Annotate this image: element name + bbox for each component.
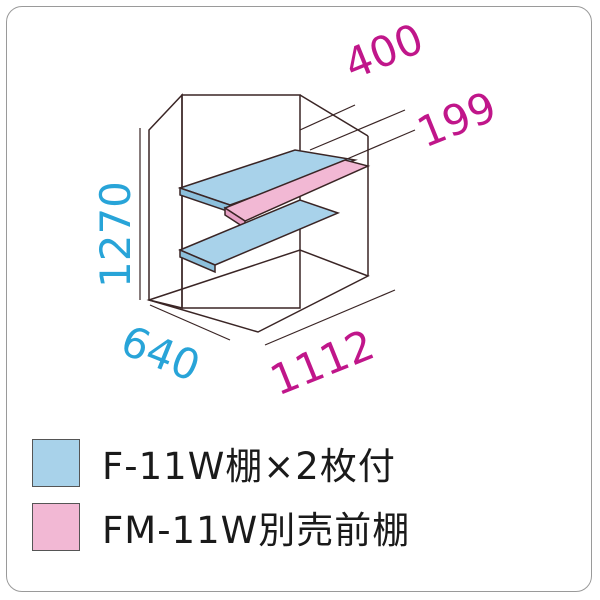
dimension-lines	[139, 104, 416, 346]
legend-item-standard-shelf: F-11W棚×2枚付	[32, 436, 396, 490]
dimension-1112: 1112	[263, 320, 380, 405]
cabinet-outline	[146, 93, 370, 333]
legend-label: FM-11W別売前棚	[102, 509, 411, 552]
left-panel	[148, 93, 183, 309]
dimension-400: 400	[337, 14, 430, 89]
dimension-1270: 1270	[91, 181, 140, 288]
top-edge	[299, 94, 369, 137]
legend-item-optional-shelf: FM-11W別売前棚	[32, 500, 410, 554]
blue-swatch	[32, 439, 80, 487]
pink-swatch	[32, 503, 80, 551]
dimension-640: 640	[114, 316, 207, 391]
legend-label: F-11W棚×2枚付	[102, 445, 396, 488]
dimension-199: 199	[410, 82, 503, 157]
diagram-frame	[6, 6, 592, 592]
lower-shelf-edge	[179, 248, 216, 274]
